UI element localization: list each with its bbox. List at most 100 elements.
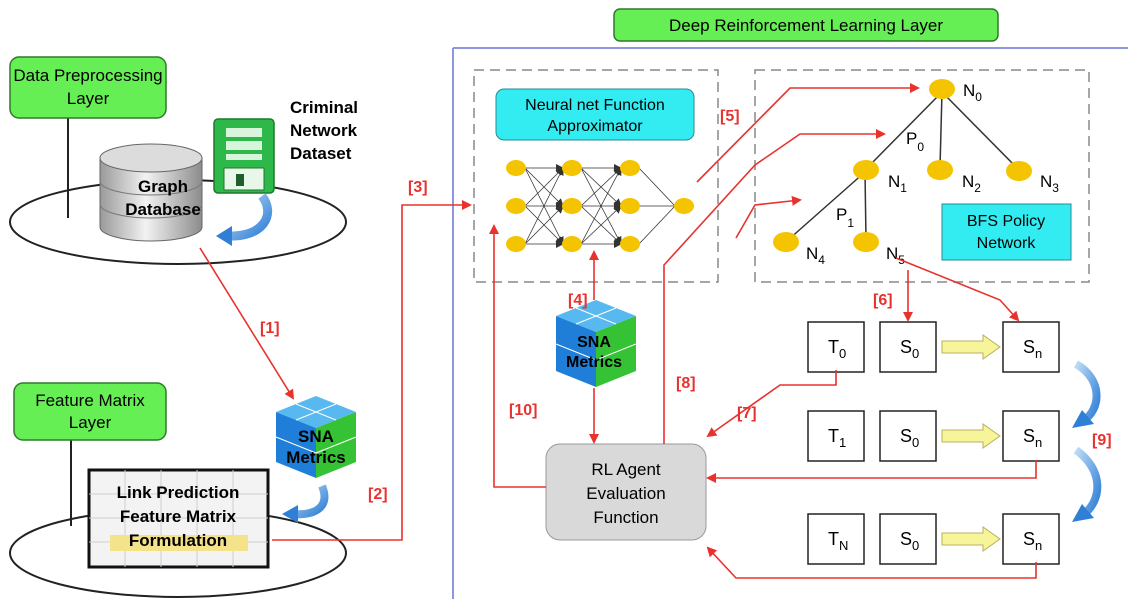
floppy-disk-icon	[213, 118, 275, 194]
sn-box-2-label: Sn	[1023, 529, 1042, 553]
tree-node-n1	[853, 160, 879, 180]
graph-db-label-line2: Database	[125, 200, 201, 219]
step-1-label: [1]	[260, 320, 280, 337]
policy-label-p1: P1	[836, 205, 854, 230]
sna-cube-left-icon	[275, 396, 357, 478]
s0-box-0	[879, 321, 937, 373]
node-label-n5: N5	[886, 244, 905, 267]
nn-edge	[580, 167, 622, 245]
step-7-label: [7]	[737, 405, 757, 422]
s0-box-2-label: S0	[900, 529, 919, 553]
sna-left-line1: SNA	[298, 427, 334, 446]
nn-node-1-0	[562, 160, 582, 176]
nn-node-0-1	[506, 198, 526, 214]
rl-agent-box: RL Agent Evaluation Function	[545, 443, 707, 541]
step-8-label: [8]	[676, 375, 696, 392]
block-arrow-icon-2	[941, 526, 1001, 552]
neural-net-label: Neural net Function Approximator	[495, 88, 695, 141]
sna-middle-line2: Metrics	[566, 354, 622, 371]
nn-node-0-0	[506, 160, 526, 176]
node-label-n1: N1	[888, 172, 907, 195]
nn-node-1-2	[562, 236, 582, 252]
drl-layer-title-text: Deep Reinforcement Learning Layer	[669, 16, 943, 35]
rl-agent-line3: Function	[593, 508, 658, 527]
node-label-n2: N2	[962, 172, 981, 195]
dataset-label-line3: Dataset	[290, 144, 352, 163]
trajectory-row-1: T1 S0 Sn	[807, 410, 1060, 462]
sna-cube-middle-icon	[555, 300, 637, 387]
sna-left-line2: Metrics	[286, 448, 346, 467]
bfs-policy-label: BFS Policy Network	[941, 203, 1072, 261]
curved-arrow-icon-4	[1073, 446, 1102, 518]
s0-box-1	[879, 410, 937, 462]
curved-arrow-head-icon-3	[1072, 410, 1094, 428]
bfs-dashed-box	[754, 69, 1090, 283]
curved-arrow-icon-3	[1073, 360, 1101, 424]
graph-database-icon	[99, 143, 203, 242]
sn-box-1	[1002, 410, 1060, 462]
step-6-label: [6]	[873, 292, 893, 309]
dataset-label-line2: Network	[290, 121, 358, 140]
rl-agent-line2: Evaluation	[586, 484, 665, 503]
tree-edges	[787, 91, 1018, 241]
curved-arrow-icon	[225, 193, 273, 241]
block-arrow-icon-0	[941, 334, 1001, 360]
svg-text:Layer: Layer	[67, 89, 110, 108]
step-4-label: [4]	[568, 292, 588, 309]
policy-label-p0: P0	[906, 129, 924, 154]
t-box-2	[807, 513, 865, 565]
feature-box-line3: Formulation	[129, 531, 227, 550]
node-label-n0: N0	[963, 81, 982, 104]
step-10-label: [10]	[509, 402, 537, 419]
tree-node-n4	[773, 232, 799, 252]
tree-node-n0	[929, 79, 955, 99]
nn-node-3-0	[674, 198, 694, 214]
curved-arrow-icon-2	[291, 484, 329, 519]
step-9-label: [9]	[1092, 432, 1112, 449]
nn-edge	[638, 167, 676, 207]
trajectory-row-0: T0 S0 Sn	[807, 321, 1060, 373]
nn-node-0-2	[506, 236, 526, 252]
s0-box-2	[879, 513, 937, 565]
feature-layer-label: Feature Matrix Layer	[13, 382, 167, 441]
tree-node-n2	[927, 160, 953, 180]
svg-text:Layer: Layer	[69, 413, 112, 432]
nn-node-2-2	[620, 236, 640, 252]
svg-text:Network: Network	[977, 235, 1037, 252]
svg-text:Approximator: Approximator	[547, 118, 643, 135]
svg-text:Feature Matrix: Feature Matrix	[35, 391, 145, 410]
dataset-label-line1: Criminal	[290, 98, 358, 117]
block-arrow-icon-1	[941, 423, 1001, 449]
tree-node-n3	[1006, 161, 1032, 181]
feature-box-line2: Feature Matrix	[120, 507, 237, 526]
neural-net-dashed-box	[473, 69, 719, 283]
t-box-1-label: T1	[828, 426, 846, 450]
preprocessing-layer-label: Data Preprocessing Layer	[9, 56, 167, 119]
sn-box-2	[1002, 513, 1060, 565]
nn-edge	[580, 205, 622, 245]
nn-node-1-1	[562, 198, 582, 214]
s0-box-0-label: S0	[900, 337, 919, 361]
neural-net-edges	[524, 164, 676, 248]
rl-agent-line1: RL Agent	[591, 460, 661, 479]
s0-box-1-label: S0	[900, 426, 919, 450]
sn-box-0-label: Sn	[1023, 337, 1042, 361]
step-2-label: [2]	[368, 486, 388, 503]
node-label-n4: N4	[806, 244, 825, 267]
curved-arrow-head-icon-4	[1072, 504, 1094, 522]
svg-text:BFS Policy: BFS Policy	[967, 213, 1045, 230]
nn-edge	[638, 205, 676, 245]
sn-box-1-label: Sn	[1023, 426, 1042, 450]
drl-layer-title: Deep Reinforcement Learning Layer	[613, 8, 999, 42]
curved-arrow-head-icon	[216, 226, 232, 246]
graph-db-label-line1: Graph	[138, 177, 188, 196]
feature-box-line1: Link Prediction	[117, 483, 240, 502]
t-box-0	[807, 321, 865, 373]
node-label-n3: N3	[1040, 172, 1059, 195]
sna-middle-line1: SNA	[577, 334, 611, 351]
t-box-0-label: T0	[828, 337, 846, 361]
drl-layer-frame	[452, 47, 1128, 599]
